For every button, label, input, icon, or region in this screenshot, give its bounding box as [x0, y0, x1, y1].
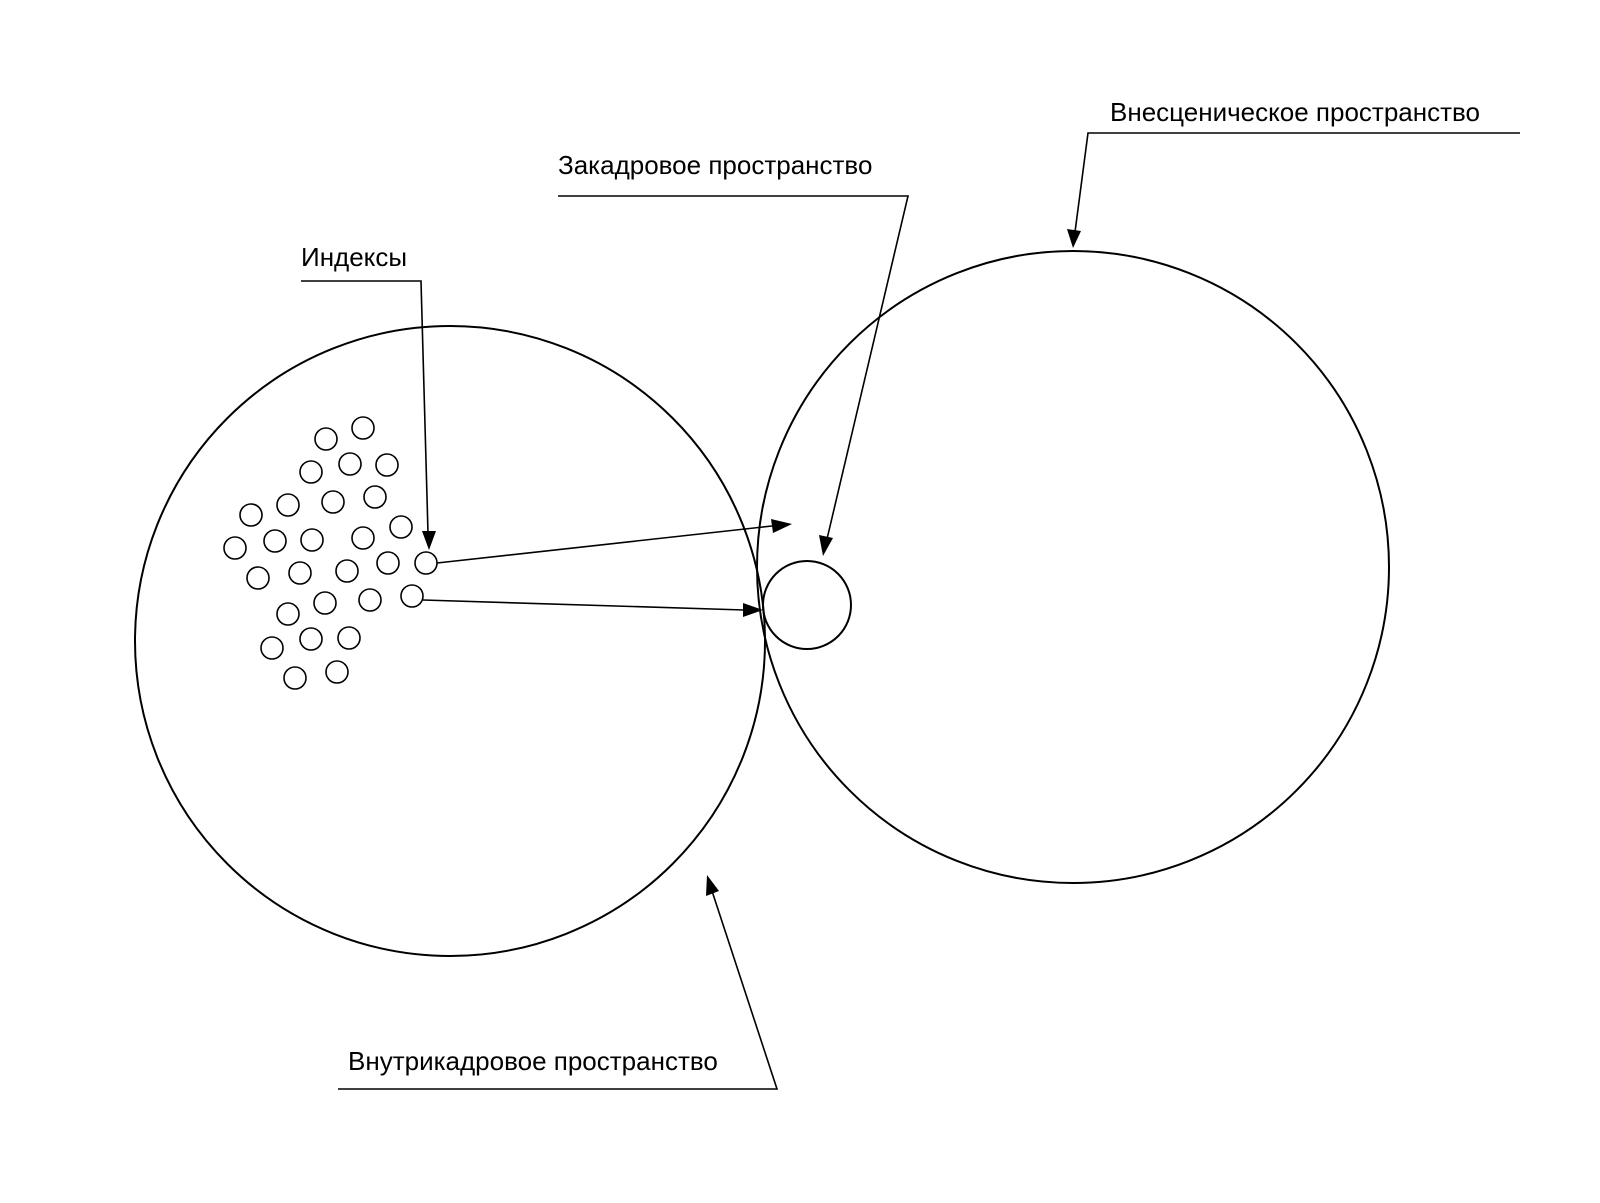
- index-dot: [335, 559, 359, 583]
- index-dots: [223, 416, 438, 690]
- index-dot: [300, 528, 324, 552]
- index-dot: [314, 427, 338, 451]
- label-indices: Индексы: [301, 242, 407, 272]
- index-arrow-upper: [436, 519, 792, 564]
- leader-offscreen-space: [558, 195, 910, 556]
- index-dot: [263, 529, 287, 553]
- leader-indices: [301, 280, 436, 550]
- index-dot: [283, 666, 307, 690]
- index-dot: [389, 515, 413, 539]
- index-dot: [276, 602, 300, 626]
- index-dot: [414, 551, 438, 575]
- index-dot: [246, 566, 270, 590]
- index-dot: [358, 588, 382, 612]
- label-offscreen-space: Закадровое пространство: [558, 150, 872, 180]
- offscreen-space-circle: [762, 560, 852, 650]
- leader-offscene-space: [1067, 132, 1520, 248]
- index-dot: [376, 551, 400, 575]
- index-arrow-lower: [422, 599, 763, 617]
- index-dot: [288, 561, 312, 585]
- leader-inframe-space: [338, 875, 779, 1090]
- index-dot: [239, 503, 263, 527]
- index-dot: [400, 584, 424, 608]
- index-dot: [338, 452, 362, 476]
- index-dot: [313, 591, 337, 615]
- index-dot: [299, 627, 323, 651]
- label-inframe-space: Внутрикадровое пространство: [348, 1046, 718, 1076]
- index-dot: [260, 636, 284, 660]
- index-dot: [363, 485, 387, 509]
- index-dot: [337, 626, 361, 650]
- label-offscene-space: Внесценическое пространство: [1110, 97, 1480, 127]
- offscene-space-circle: [756, 250, 1390, 884]
- index-dot: [351, 416, 375, 440]
- index-dot: [351, 526, 375, 550]
- inframe-space-circle: [134, 325, 766, 957]
- index-dot: [325, 660, 349, 684]
- index-dot: [223, 536, 247, 560]
- index-dot: [375, 453, 399, 477]
- index-dot: [276, 493, 300, 517]
- index-dot: [299, 460, 323, 484]
- index-dot: [321, 490, 345, 514]
